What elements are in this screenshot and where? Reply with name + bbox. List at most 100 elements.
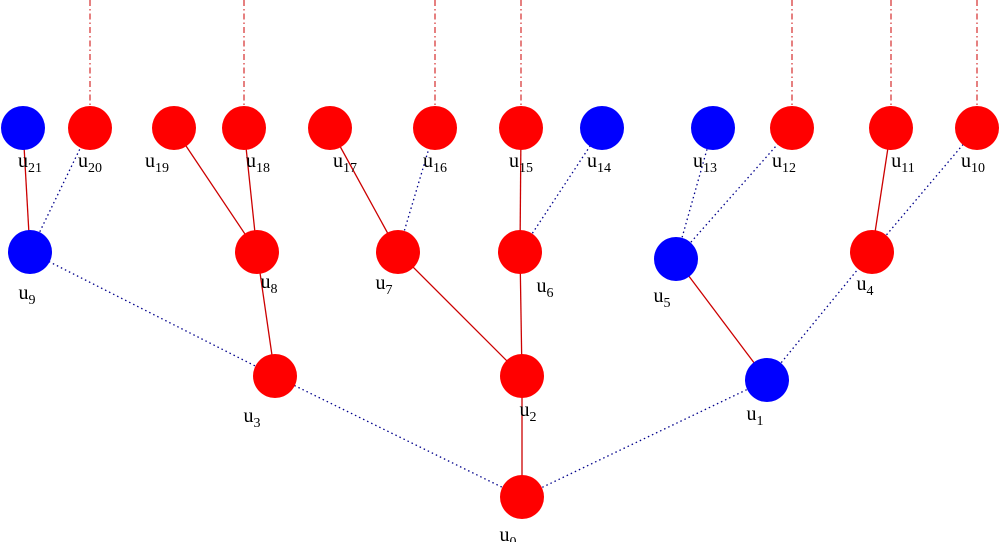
node-u20 <box>68 106 112 150</box>
edge-u8-u19 <box>173 127 258 253</box>
node-label-base: u <box>145 150 155 172</box>
node-label-u7: u7 <box>376 272 393 298</box>
edge-u4-u10 <box>871 127 978 253</box>
node-label-subscript: 10 <box>971 161 985 176</box>
node-label-u21: u21 <box>18 150 42 176</box>
node-label-base: u <box>891 150 901 172</box>
node-label-base: u <box>500 524 510 542</box>
edge-u1-u5 <box>675 258 768 381</box>
node-label-subscript: 11 <box>901 161 914 176</box>
node-label-base: u <box>19 282 29 304</box>
node-label-base: u <box>587 150 597 172</box>
node-label-u8: u8 <box>261 271 278 297</box>
node-u16 <box>413 106 457 150</box>
node-label-subscript: 8 <box>271 282 278 297</box>
node-u17 <box>308 106 352 150</box>
node-label-base: u <box>376 272 386 294</box>
node-label-u3: u3 <box>244 405 261 431</box>
node-label-u6: u6 <box>537 275 554 301</box>
node-label-subscript: 14 <box>597 161 611 176</box>
node-u3 <box>253 354 297 398</box>
node-label-subscript: 4 <box>867 284 874 299</box>
node-label-u4: u4 <box>857 273 874 299</box>
node-u4 <box>850 230 894 274</box>
node-label-subscript: 7 <box>386 283 393 298</box>
node-label-subscript: 6 <box>547 286 554 301</box>
node-label-subscript: 15 <box>519 161 533 176</box>
node-label-u1: u1 <box>747 403 764 429</box>
node-u7 <box>376 230 420 274</box>
node-label-base: u <box>244 405 254 427</box>
node-label-base: u <box>857 273 867 295</box>
edge-u7-u17 <box>329 127 399 253</box>
node-label-u19: u19 <box>145 150 169 176</box>
node-label-subscript: 12 <box>782 161 796 176</box>
node-u5 <box>654 237 698 281</box>
node-label-base: u <box>961 150 971 172</box>
node-u8 <box>235 230 279 274</box>
node-label-subscript: 19 <box>155 161 169 176</box>
edge-u1-u4 <box>766 251 873 381</box>
node-label-u10: u10 <box>961 150 985 176</box>
node-label-u20: u20 <box>78 150 102 176</box>
node-label-base: u <box>423 150 433 172</box>
edge-u0-u1 <box>521 379 768 498</box>
node-label-base: u <box>333 150 343 172</box>
node-u0 <box>500 475 544 519</box>
node-label-u5: u5 <box>654 285 671 311</box>
node-label-base: u <box>654 285 664 307</box>
node-label-base: u <box>693 150 703 172</box>
node-layer <box>1 106 999 519</box>
node-label-u12: u12 <box>772 150 796 176</box>
node-u19 <box>152 106 196 150</box>
node-label-subscript: 1 <box>757 414 764 429</box>
node-label-subscript: 0 <box>510 535 517 542</box>
node-u2 <box>500 354 544 398</box>
node-label-subscript: 2 <box>530 410 537 425</box>
node-label-base: u <box>509 150 519 172</box>
node-label-u0: u0 <box>500 524 517 542</box>
edge-u3-u9 <box>29 251 276 377</box>
node-u11 <box>869 106 913 150</box>
node-u15 <box>499 106 543 150</box>
node-label-subscript: 5 <box>664 296 671 311</box>
node-label-base: u <box>537 275 547 297</box>
node-label-base: u <box>18 150 28 172</box>
node-u21 <box>1 106 45 150</box>
node-label-base: u <box>78 150 88 172</box>
node-label-subscript: 17 <box>343 161 357 176</box>
node-u10 <box>955 106 999 150</box>
node-label-subscript: 21 <box>28 161 42 176</box>
node-label-base: u <box>520 399 530 421</box>
node-u1 <box>745 358 789 402</box>
label-layer: u0u1u2u3u4u5u6u7u8u9u10u11u12u13u14u15u1… <box>18 150 985 542</box>
node-label-u13: u13 <box>693 150 717 176</box>
node-label-subscript: 9 <box>29 293 36 308</box>
node-u14 <box>580 106 624 150</box>
node-label-base: u <box>246 150 256 172</box>
node-label-subscript: 20 <box>88 161 102 176</box>
node-label-u2: u2 <box>520 399 537 425</box>
node-u18 <box>222 106 266 150</box>
edge-u5-u12 <box>675 127 793 260</box>
edge-u5-u13 <box>675 127 714 260</box>
node-label-base: u <box>261 271 271 293</box>
node-u12 <box>770 106 814 150</box>
node-label-u18: u18 <box>246 150 270 176</box>
node-label-base: u <box>772 150 782 172</box>
node-label-u11: u11 <box>891 150 914 176</box>
node-label-subscript: 18 <box>256 161 270 176</box>
edge-u2-u7 <box>397 251 523 377</box>
node-label-base: u <box>747 403 757 425</box>
node-u6 <box>498 230 542 274</box>
node-label-subscript: 13 <box>703 161 717 176</box>
node-u9 <box>8 230 52 274</box>
edge-u0-u3 <box>274 375 523 498</box>
node-label-subscript: 16 <box>433 161 447 176</box>
node-label-u15: u15 <box>509 150 533 176</box>
node-u13 <box>691 106 735 150</box>
node-label-u16: u16 <box>423 150 447 176</box>
node-label-u9: u9 <box>19 282 36 308</box>
node-label-subscript: 3 <box>254 416 261 431</box>
